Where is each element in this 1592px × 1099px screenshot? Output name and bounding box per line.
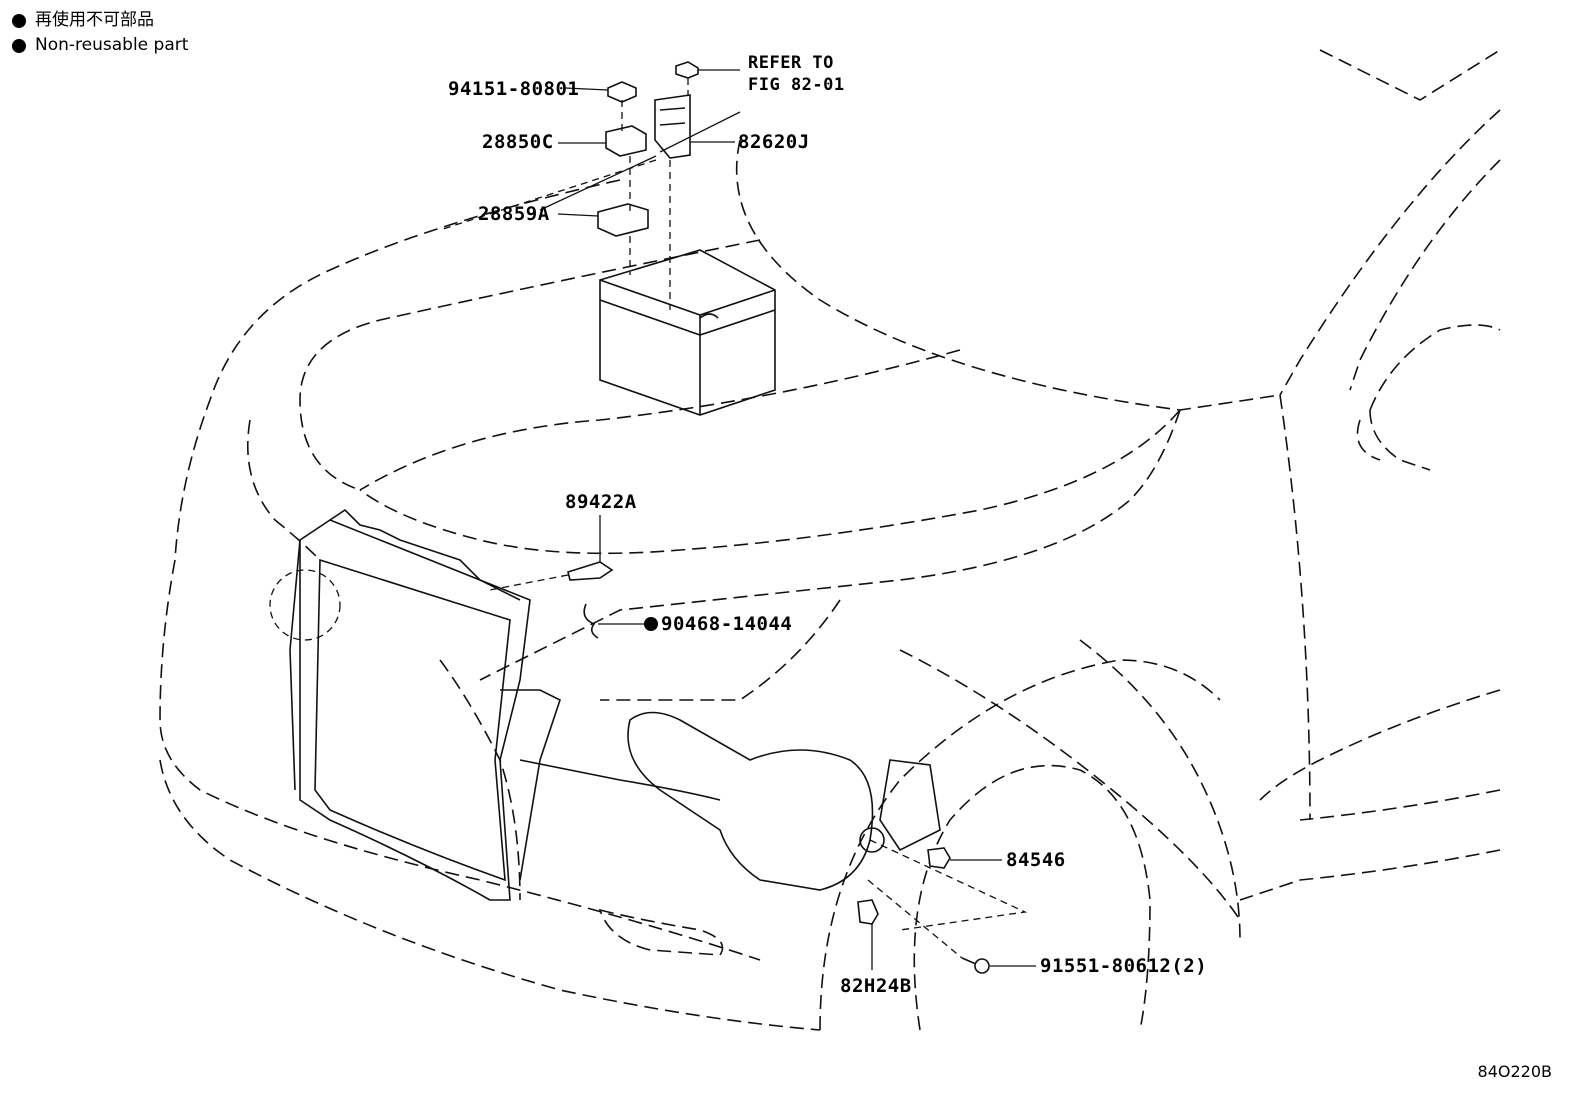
clip-90468 [583, 603, 599, 639]
bullet-icon [12, 38, 26, 53]
refer-line-2[interactable]: FIG 82-01 [748, 75, 845, 95]
leader-lines [539, 69, 1036, 970]
sensor-82h24b [857, 899, 879, 925]
refer-line-1: REFER TO [748, 53, 834, 73]
legend-row-en: Non-reusable part [12, 33, 188, 58]
part-label-28850c[interactable]: 28850C [482, 131, 554, 153]
part-label-82h24b[interactable]: 82H24B [840, 975, 912, 997]
nut-94151 [607, 81, 637, 103]
nut-refer [675, 61, 699, 79]
sensor-84546 [927, 847, 951, 869]
refer-to-label: REFER TO FIG 82-01 [748, 52, 845, 96]
part-label-82620j[interactable]: 82620J [738, 131, 810, 153]
vehicle-body-outline [159, 49, 1501, 1031]
battery [599, 249, 776, 416]
part-label-94151[interactable]: 94151-80801 [448, 78, 580, 100]
legend-label-jp: 再使用不可部品 [35, 10, 154, 30]
legend-label-en: Non-reusable part [35, 35, 189, 55]
part-number-90468: 90468-14044 [661, 613, 793, 635]
bullet-icon [12, 13, 26, 28]
part-label-89422a[interactable]: 89422A [565, 491, 637, 513]
part-label-90468[interactable]: 90468-14044 [644, 613, 792, 635]
legend: 再使用不可部品 Non-reusable part [12, 8, 188, 58]
bracket-82620j [654, 94, 691, 159]
part-label-84546[interactable]: 84546 [1006, 849, 1066, 871]
sensor-28850c [605, 125, 647, 157]
non-reusable-icon [644, 617, 658, 631]
bolt-91551 [961, 957, 990, 974]
figure-id: 84O220B [1477, 1062, 1552, 1081]
part-label-91551[interactable]: 91551-80612(2) [1040, 955, 1208, 977]
part-label-28859a[interactable]: 28859A [478, 203, 550, 225]
transmission [627, 711, 941, 891]
assembly-lines [439, 78, 1028, 959]
clamp-28859a [597, 203, 649, 237]
sensor-89422a [567, 561, 614, 581]
legend-row-jp: 再使用不可部品 [12, 8, 188, 33]
